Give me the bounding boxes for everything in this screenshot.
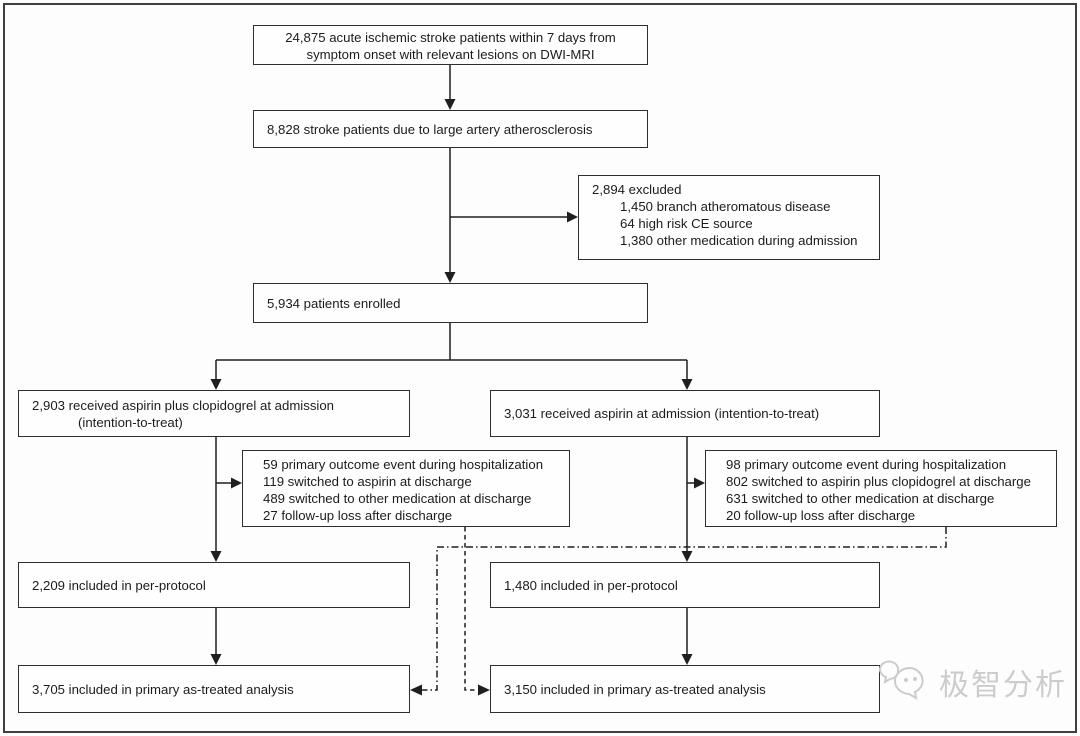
flow-node-line: 59 primary outcome event during hospital… (263, 457, 544, 472)
flow-node-dapt-admission: 2,903 received aspirin plus clopidogrel … (18, 390, 410, 437)
flow-node-excluded: 2,894 excluded 1,450 branch atheromatous… (578, 175, 880, 260)
flow-node-line: 2,894 excluded (592, 182, 682, 197)
flow-node-laa: 8,828 stroke patients due to large arter… (253, 110, 648, 148)
flow-node-line: 3,150 included in primary as-treated ana… (504, 681, 766, 697)
flow-node-aspirin-as-treated: 3,150 included in primary as-treated ana… (490, 665, 880, 713)
flow-node-line: 2,903 received aspirin plus clopidogrel … (32, 398, 335, 413)
flow-node-line: 119 switched to aspirin at discharge (263, 474, 472, 489)
flow-node-line: 631 switched to other medication at disc… (726, 491, 995, 506)
watermark-text: 极智分析 (939, 669, 1067, 702)
flow-node-line: 1,480 included in per-protocol (504, 577, 678, 593)
flow-node-line: (intention-to-treat) (78, 415, 183, 430)
flow-node-line: symptom onset with relevant lesions on D… (306, 47, 595, 62)
flow-node-line: 3,705 included in primary as-treated ana… (32, 681, 294, 697)
flow-node-line: 24,875 acute ischemic stroke patients wi… (285, 30, 616, 45)
flow-node-line: 5,934 patients enrolled (267, 295, 401, 311)
flow-node-enrolled: 5,934 patients enrolled (253, 283, 648, 323)
flow-node-dapt-as-treated: 3,705 included in primary as-treated ana… (18, 665, 410, 713)
flow-node-dapt-per-protocol: 2,209 included in per-protocol (18, 562, 410, 608)
flow-node-aspirin-per-protocol: 1,480 included in per-protocol (490, 562, 880, 608)
flow-node-line: 802 switched to aspirin plus clopidogrel… (726, 474, 1031, 489)
watermark: 极智分析 (878, 660, 1067, 704)
flow-node-line: 2,209 included in per-protocol (32, 577, 206, 593)
flow-node-dapt-events: 59 primary outcome event during hospital… (242, 450, 570, 527)
flow-node-aspirin-admission: 3,031 received aspirin at admission (int… (490, 390, 880, 437)
flow-node-screened: 24,875 acute ischemic stroke patients wi… (253, 25, 648, 65)
flow-node-line: 98 primary outcome event during hospital… (726, 457, 1007, 472)
flow-node-line: 27 follow-up loss after discharge (263, 508, 453, 523)
flow-node-line: 1,380 other medication during admission (620, 233, 858, 248)
flow-node-line: 489 switched to other medication at disc… (263, 491, 532, 506)
flow-node-line: 64 high risk CE source (620, 216, 753, 231)
flow-node-line: 8,828 stroke patients due to large arter… (267, 121, 593, 137)
chat-bubbles-icon (879, 660, 924, 700)
flow-node-line: 1,450 branch atheromatous disease (620, 199, 831, 214)
flow-node-line: 20 follow-up loss after discharge (726, 508, 916, 523)
flow-node-line: 3,031 received aspirin at admission (int… (504, 406, 820, 421)
flow-node-aspirin-events: 98 primary outcome event during hospital… (705, 450, 1057, 527)
